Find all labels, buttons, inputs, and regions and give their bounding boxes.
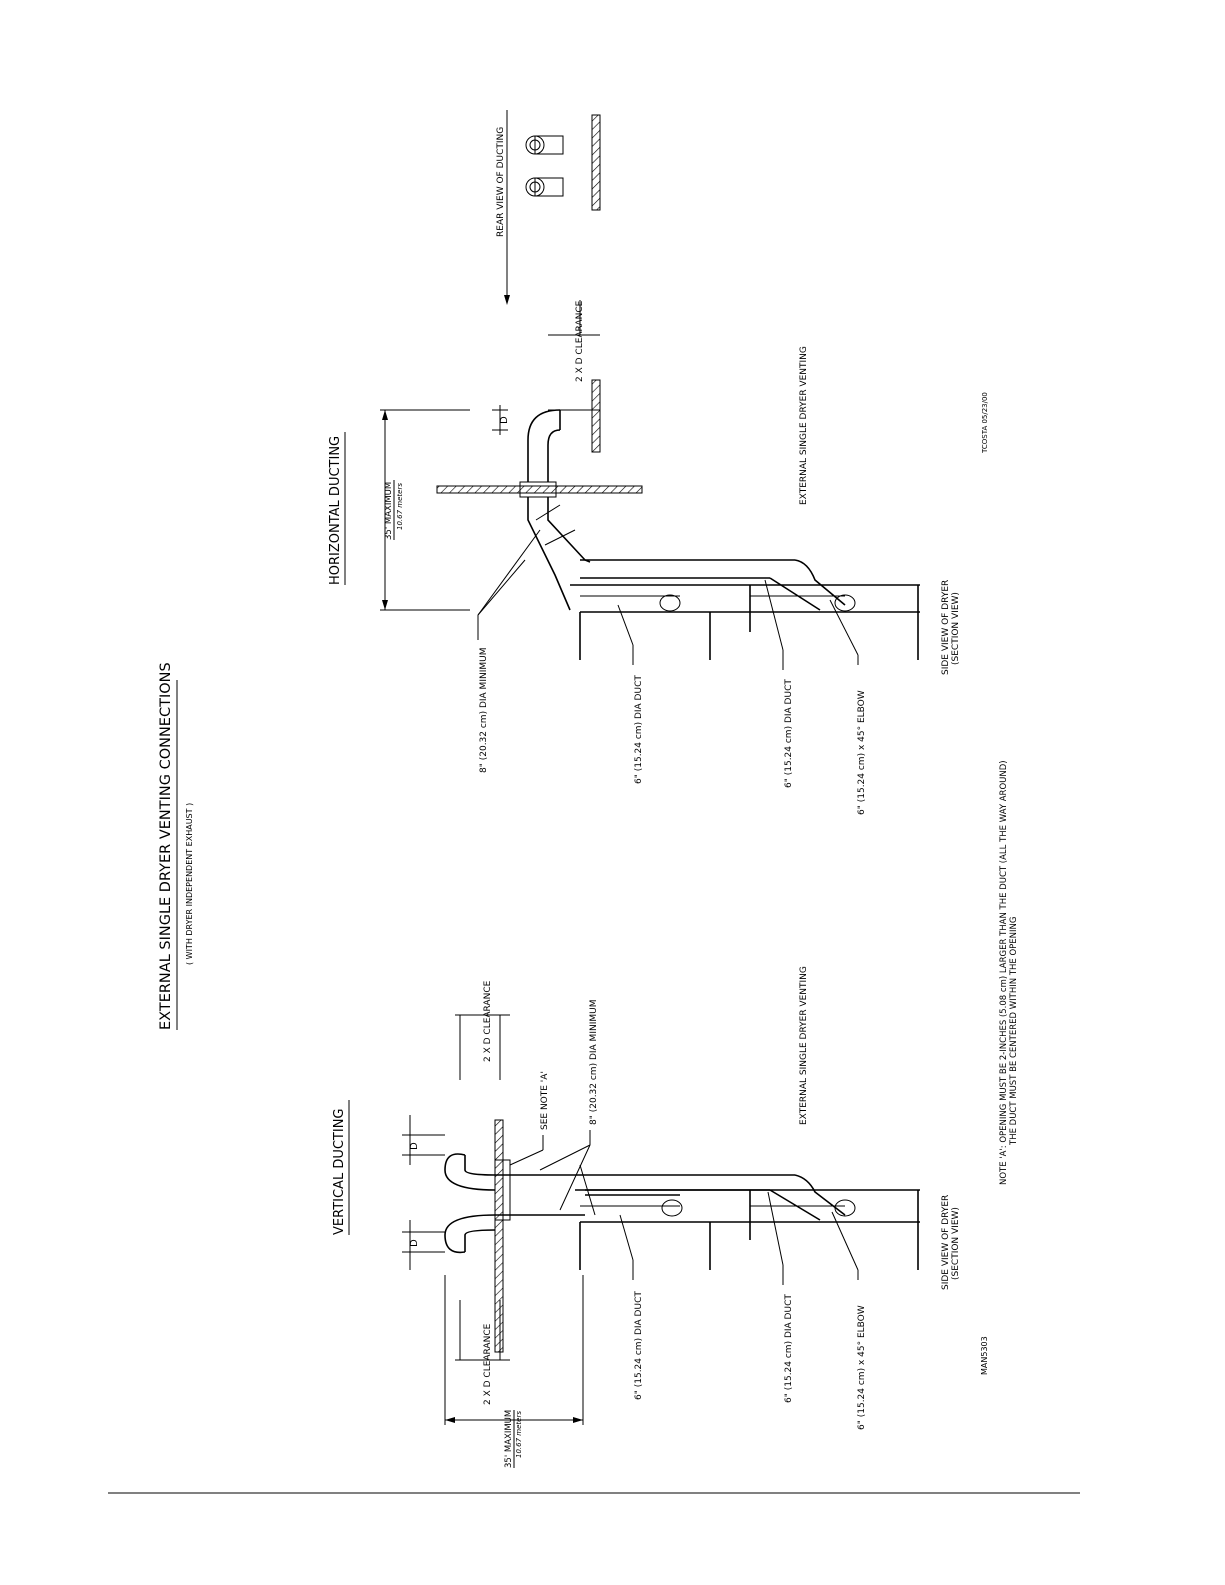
vertical-ducting-view: VERTICAL DUCTING D <box>332 966 989 1468</box>
vertical-side-view-1: SIDE VIEW OF DRYER <box>941 1195 951 1290</box>
vertical-label-elbow: 6" (15.24 cm) x 45° ELBOW <box>857 1305 867 1430</box>
vertical-caption: EXTERNAL SINGLE DRYER VENTING <box>799 966 809 1125</box>
vertical-label-6in-duct-2: 6" (15.24 cm) DIA DUCT <box>784 1294 794 1403</box>
horizontal-max-length: 35' MAXIMUM <box>384 482 394 540</box>
note-a-line2: THE DUCT MUST BE CENTERED WITHIN THE OPE… <box>1009 917 1019 1146</box>
horizontal-label-6in-duct-2: 6" (15.24 cm) DIA DUCT <box>784 679 794 788</box>
vertical-d-right: D <box>409 1142 420 1150</box>
horizontal-side-view-1: SIDE VIEW OF DRYER <box>941 580 951 675</box>
horizontal-clearance: 2 X D CLEARANCE <box>575 300 585 382</box>
vertical-d-left: D <box>409 1239 420 1247</box>
horizontal-label-elbow: 6" (15.24 cm) x 45° ELBOW <box>857 690 867 815</box>
vertical-side-view-2: (SECTION VIEW) <box>951 1207 961 1280</box>
author-date: TCOSTA 05/23/00 <box>981 392 989 454</box>
horizontal-heading: HORIZONTAL DUCTING <box>328 436 343 585</box>
vertical-clearance-left: 2 X D CLEARANCE <box>483 1323 493 1405</box>
note-a-line1: NOTE 'A': OPENING MUST BE 2-INCHES (5.08… <box>999 760 1009 1185</box>
horizontal-side-view-2: (SECTION VIEW) <box>951 592 961 665</box>
drawing-title: EXTERNAL SINGLE DRYER VENTING CONNECTION… <box>158 662 174 1030</box>
horizontal-label-8in: 8" (20.32 cm) DIA MINIMUM <box>479 648 489 773</box>
horizontal-label-6in-duct-1: 6" (15.24 cm) DIA DUCT <box>634 675 644 784</box>
rear-view-duct-symbols <box>525 114 601 211</box>
horizontal-d-label: D <box>499 416 510 424</box>
vertical-clearance-right: 2 X D CLEARANCE <box>483 980 493 1062</box>
rear-view-label: REAR VIEW OF DUCTING <box>496 127 506 237</box>
drawing-number: MAN5303 <box>980 1336 989 1375</box>
vertical-max-length: 35' MAXIMUM <box>504 1410 514 1468</box>
horizontal-max-meters: 10.67 meters <box>396 483 404 530</box>
vertical-max-meters: 10.67 meters <box>515 1411 523 1458</box>
vertical-see-note: SEE NOTE 'A' <box>540 1071 550 1130</box>
vertical-heading: VERTICAL DUCTING <box>332 1109 347 1236</box>
horizontal-ducting-view: HORIZONTAL DUCTING 35' MAXIMUM 10.67 met… <box>328 110 989 815</box>
drawing-subtitle: ( WITH DRYER INDEPENDENT EXHAUST ) <box>185 803 194 965</box>
vertical-label-6in-duct-1: 6" (15.24 cm) DIA DUCT <box>634 1291 644 1400</box>
horizontal-caption: EXTERNAL SINGLE DRYER VENTING <box>799 346 809 505</box>
vertical-label-8in: 8" (20.32 cm) DIA MINIMUM <box>589 1000 599 1125</box>
